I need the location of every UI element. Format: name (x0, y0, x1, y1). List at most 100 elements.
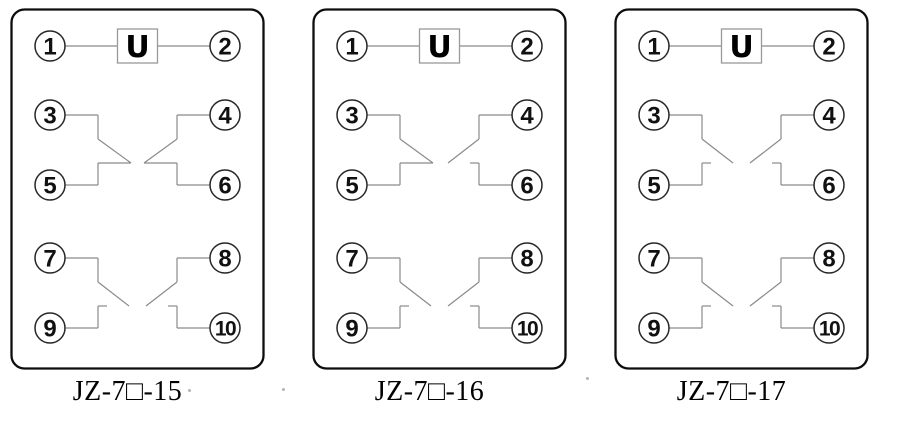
scan-speck (586, 377, 589, 380)
terminal-number: 2 (822, 34, 835, 61)
terminal-6: 6 (209, 169, 241, 201)
terminal-circle (813, 99, 845, 131)
terminal-number: 4 (822, 103, 836, 130)
terminal-number: 6 (520, 173, 533, 200)
terminal-number: 1 (43, 34, 56, 61)
terminal-number: 3 (647, 103, 660, 130)
terminal-number: 10 (517, 318, 538, 341)
contact-moving-arm (399, 138, 434, 164)
contact-moving-arm (143, 138, 178, 164)
u-box-border (720, 28, 763, 64)
terminal-number: 4 (218, 103, 232, 130)
relay-case-outline (614, 8, 869, 370)
contact-moving-arm (97, 281, 130, 307)
terminal-circle (511, 99, 543, 131)
contact_3_5-open (669, 114, 734, 186)
terminal-5: 5 (638, 169, 670, 201)
terminal-4: 4 (511, 99, 543, 131)
terminal-5: 5 (34, 169, 66, 201)
contact_8_10-open (145, 257, 210, 329)
scan-speck (188, 389, 191, 392)
terminal-2: 2 (209, 30, 241, 62)
terminal-circle (34, 99, 66, 131)
terminal-circle (813, 30, 845, 62)
terminal-1: 1 (336, 30, 368, 62)
terminal-2: 2 (813, 30, 845, 62)
terminal-circle (209, 30, 241, 62)
terminal-6: 6 (813, 169, 845, 201)
terminal-number: 6 (218, 173, 231, 200)
terminal-circle (209, 169, 241, 201)
terminal-circle (511, 30, 543, 62)
terminal-circle (336, 169, 368, 201)
contact_7_9-open (367, 257, 432, 329)
relay-case-outline (10, 8, 265, 370)
terminal-3: 3 (34, 99, 66, 131)
terminal-number: 7 (647, 246, 660, 273)
terminal-circle (336, 99, 368, 131)
terminal-circle (638, 30, 670, 62)
terminal-circle (511, 169, 543, 201)
terminal-circle (813, 169, 845, 201)
terminal-8: 8 (813, 242, 845, 274)
contact-moving-arm (399, 281, 432, 307)
panel-label-3: JZ-7□-17 (676, 376, 787, 407)
terminal-10: 10 (209, 312, 241, 344)
u-coil-box: U (116, 28, 159, 65)
terminal-10: 10 (813, 312, 845, 344)
terminal-number: 10 (819, 318, 840, 341)
terminal-1: 1 (34, 30, 66, 62)
relay-case-outline (312, 8, 567, 370)
terminal-number: 2 (218, 34, 231, 61)
terminal-circle (813, 242, 845, 274)
contact-moving-arm (749, 138, 782, 164)
u-box-border (418, 28, 461, 64)
terminal-number: 8 (822, 246, 835, 273)
terminal-7: 7 (336, 242, 368, 274)
panel-label-1: JZ-7□-15 (72, 376, 183, 407)
terminal-number: 7 (43, 246, 56, 273)
panel-label-2: JZ-7□-16 (374, 376, 485, 407)
terminal-3: 3 (638, 99, 670, 131)
contact_4_6-open (749, 114, 814, 186)
contact-moving-arm (97, 138, 132, 164)
terminal-number: 5 (43, 173, 56, 200)
terminal-circle (34, 169, 66, 201)
terminal-circle (209, 99, 241, 131)
terminal-circle (34, 242, 66, 274)
terminal-circle (813, 312, 845, 344)
terminal-number: 8 (218, 246, 231, 273)
u-symbol-text: U (125, 30, 149, 65)
terminal-4: 4 (209, 99, 241, 131)
contact_8_10-open (749, 257, 814, 329)
u-symbol-text: U (729, 30, 753, 65)
terminal-circle (336, 312, 368, 344)
u-symbol-text: U (427, 30, 451, 65)
terminal-circle (34, 312, 66, 344)
terminal-5: 5 (336, 169, 368, 201)
terminal-7: 7 (34, 242, 66, 274)
contact_7_9-open (65, 257, 130, 329)
terminal-8: 8 (209, 242, 241, 274)
terminal-number: 5 (647, 173, 660, 200)
terminal-number: 5 (345, 173, 358, 200)
terminal-8: 8 (511, 242, 543, 274)
terminal-9: 9 (638, 312, 670, 344)
terminal-number: 9 (647, 316, 660, 343)
contact-moving-arm (701, 281, 734, 307)
terminal-circle (638, 99, 670, 131)
terminal-7: 7 (638, 242, 670, 274)
contact-moving-arm (447, 138, 480, 164)
terminal-number: 3 (43, 103, 56, 130)
u-box-border (116, 28, 159, 64)
terminal-circle (336, 242, 368, 274)
u-coil-box: U (720, 28, 763, 65)
contact-moving-arm (749, 281, 782, 307)
terminal-circle (209, 312, 241, 344)
contact_7_9-open (669, 257, 734, 329)
